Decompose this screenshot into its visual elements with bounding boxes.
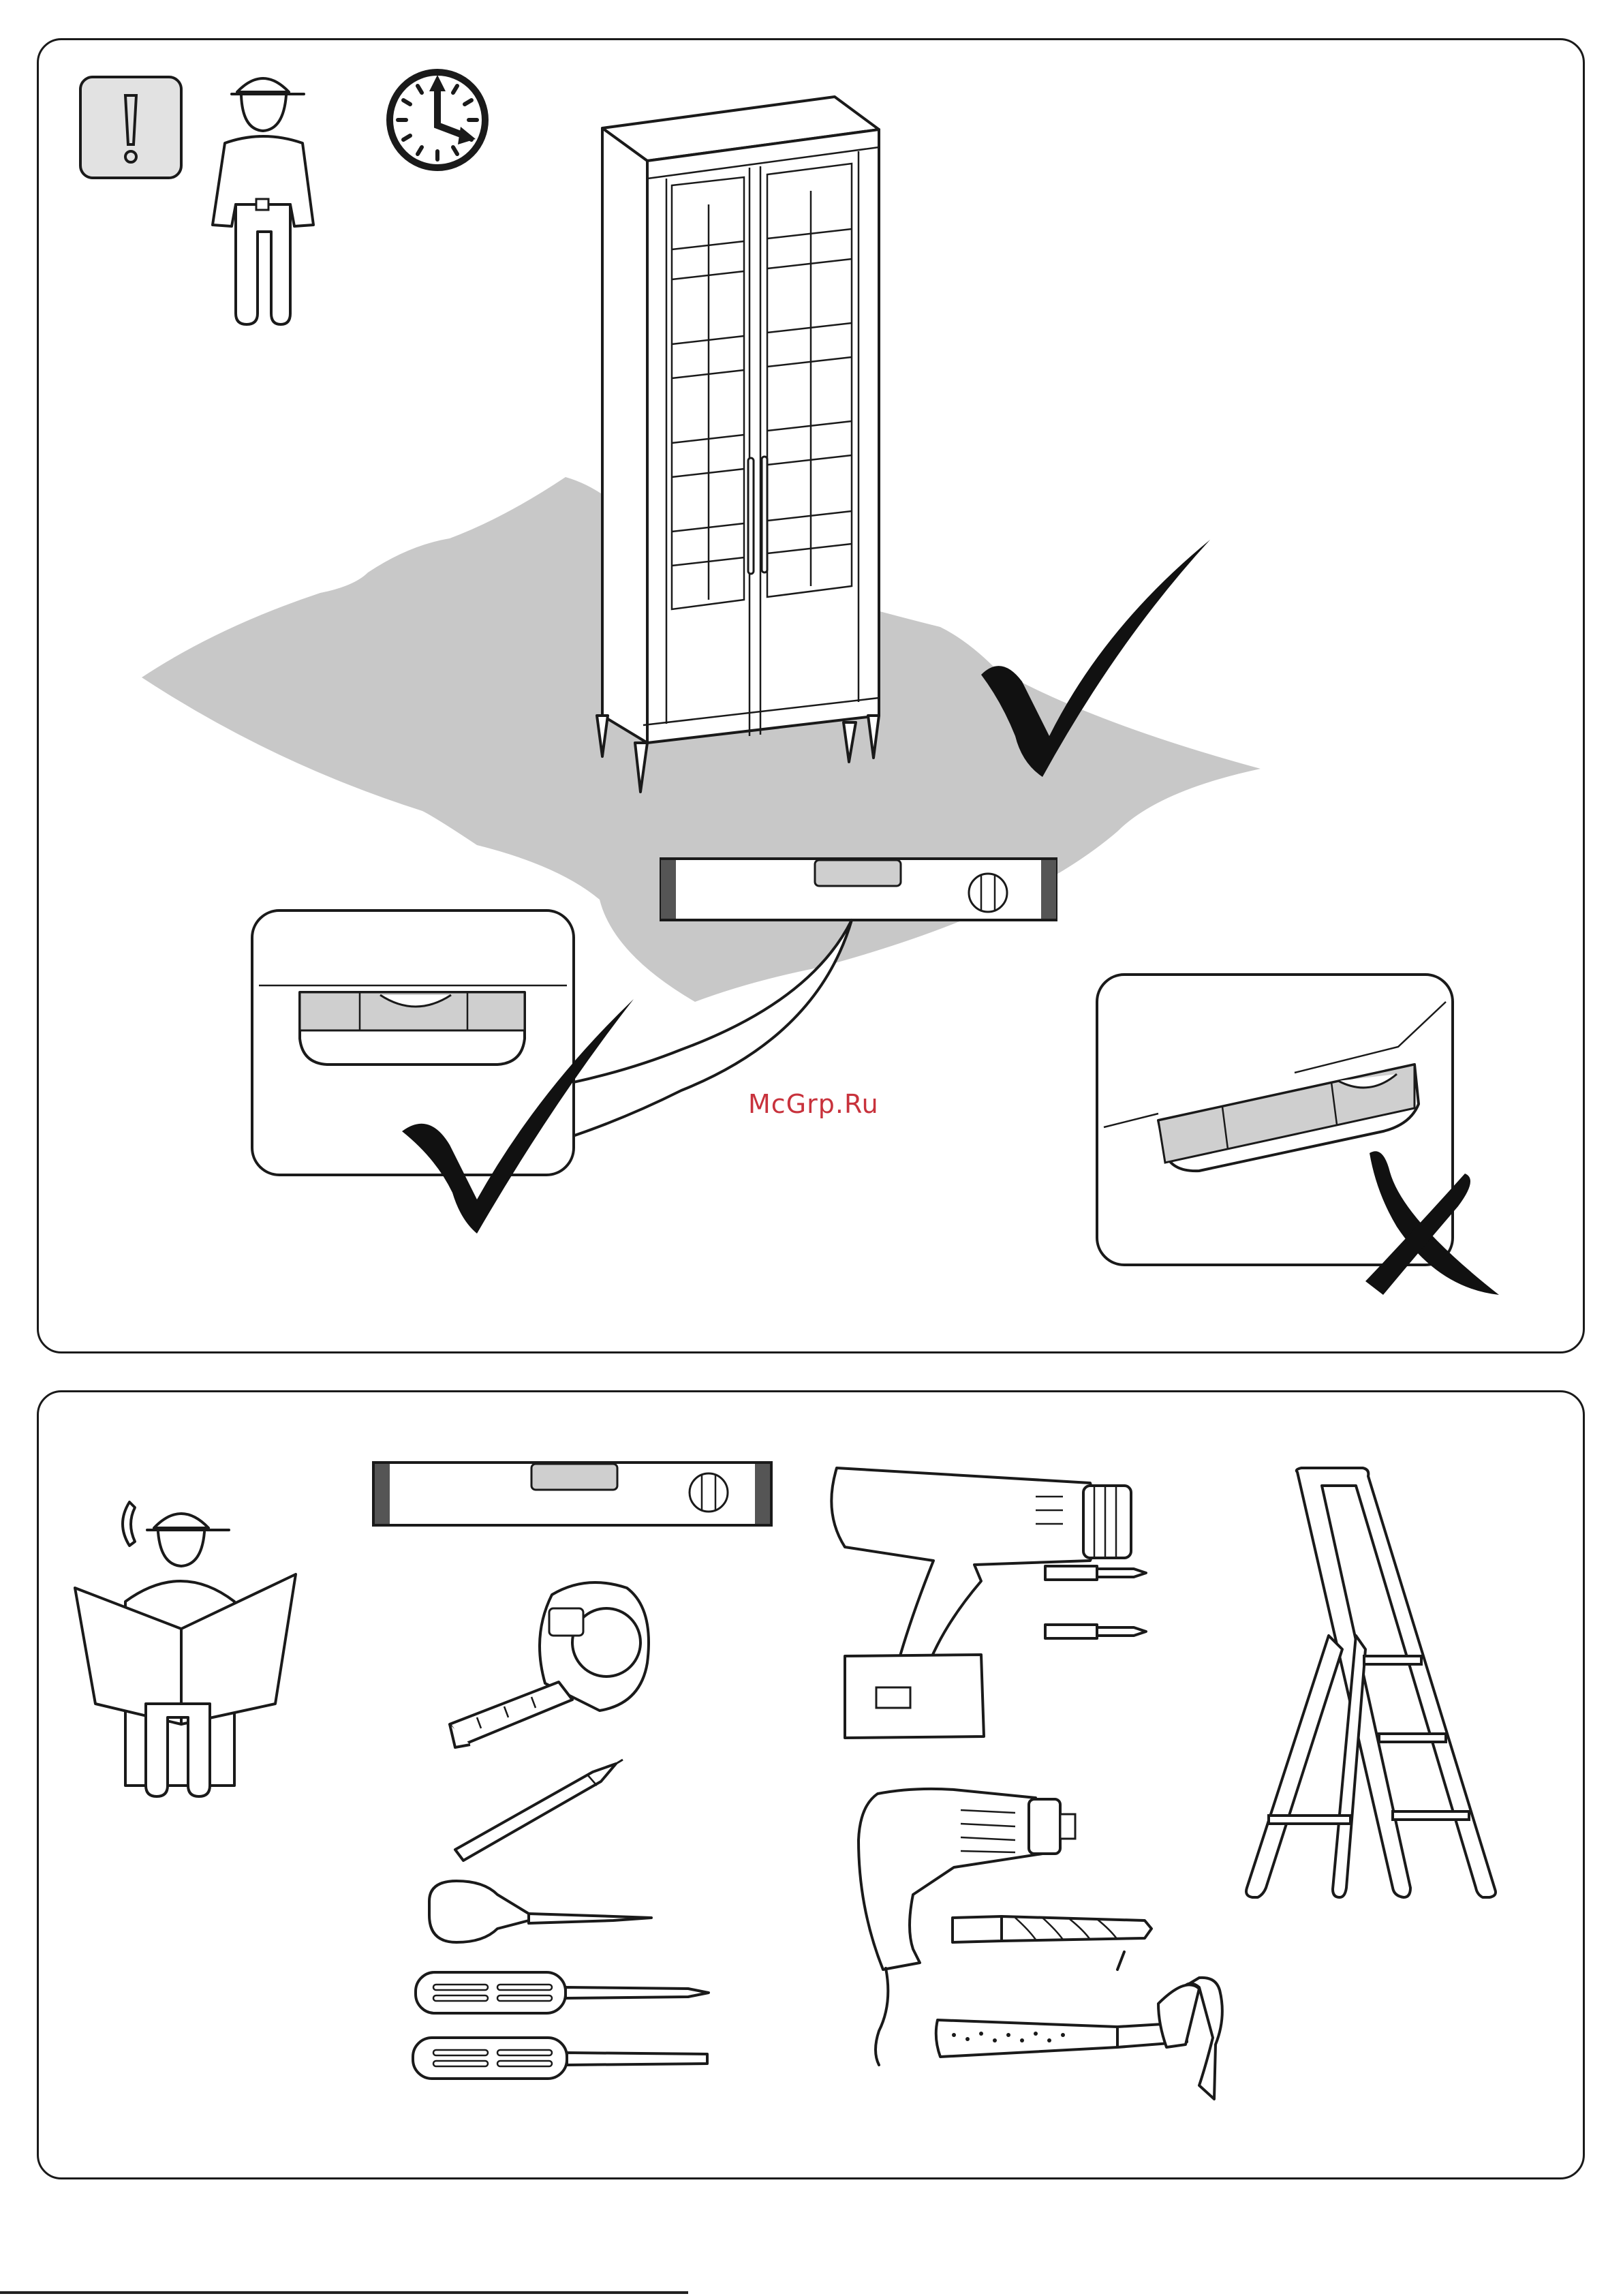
warning-icon [80,77,181,178]
footer-rule [0,2291,688,2294]
tools-required-panel [37,1390,1585,2179]
clock-icon [390,72,485,168]
spirit-level [661,859,1056,920]
watermark-text: McGrp.Ru [748,1089,879,1119]
worker-icon [213,78,313,324]
glass-door-cabinet [597,97,879,792]
